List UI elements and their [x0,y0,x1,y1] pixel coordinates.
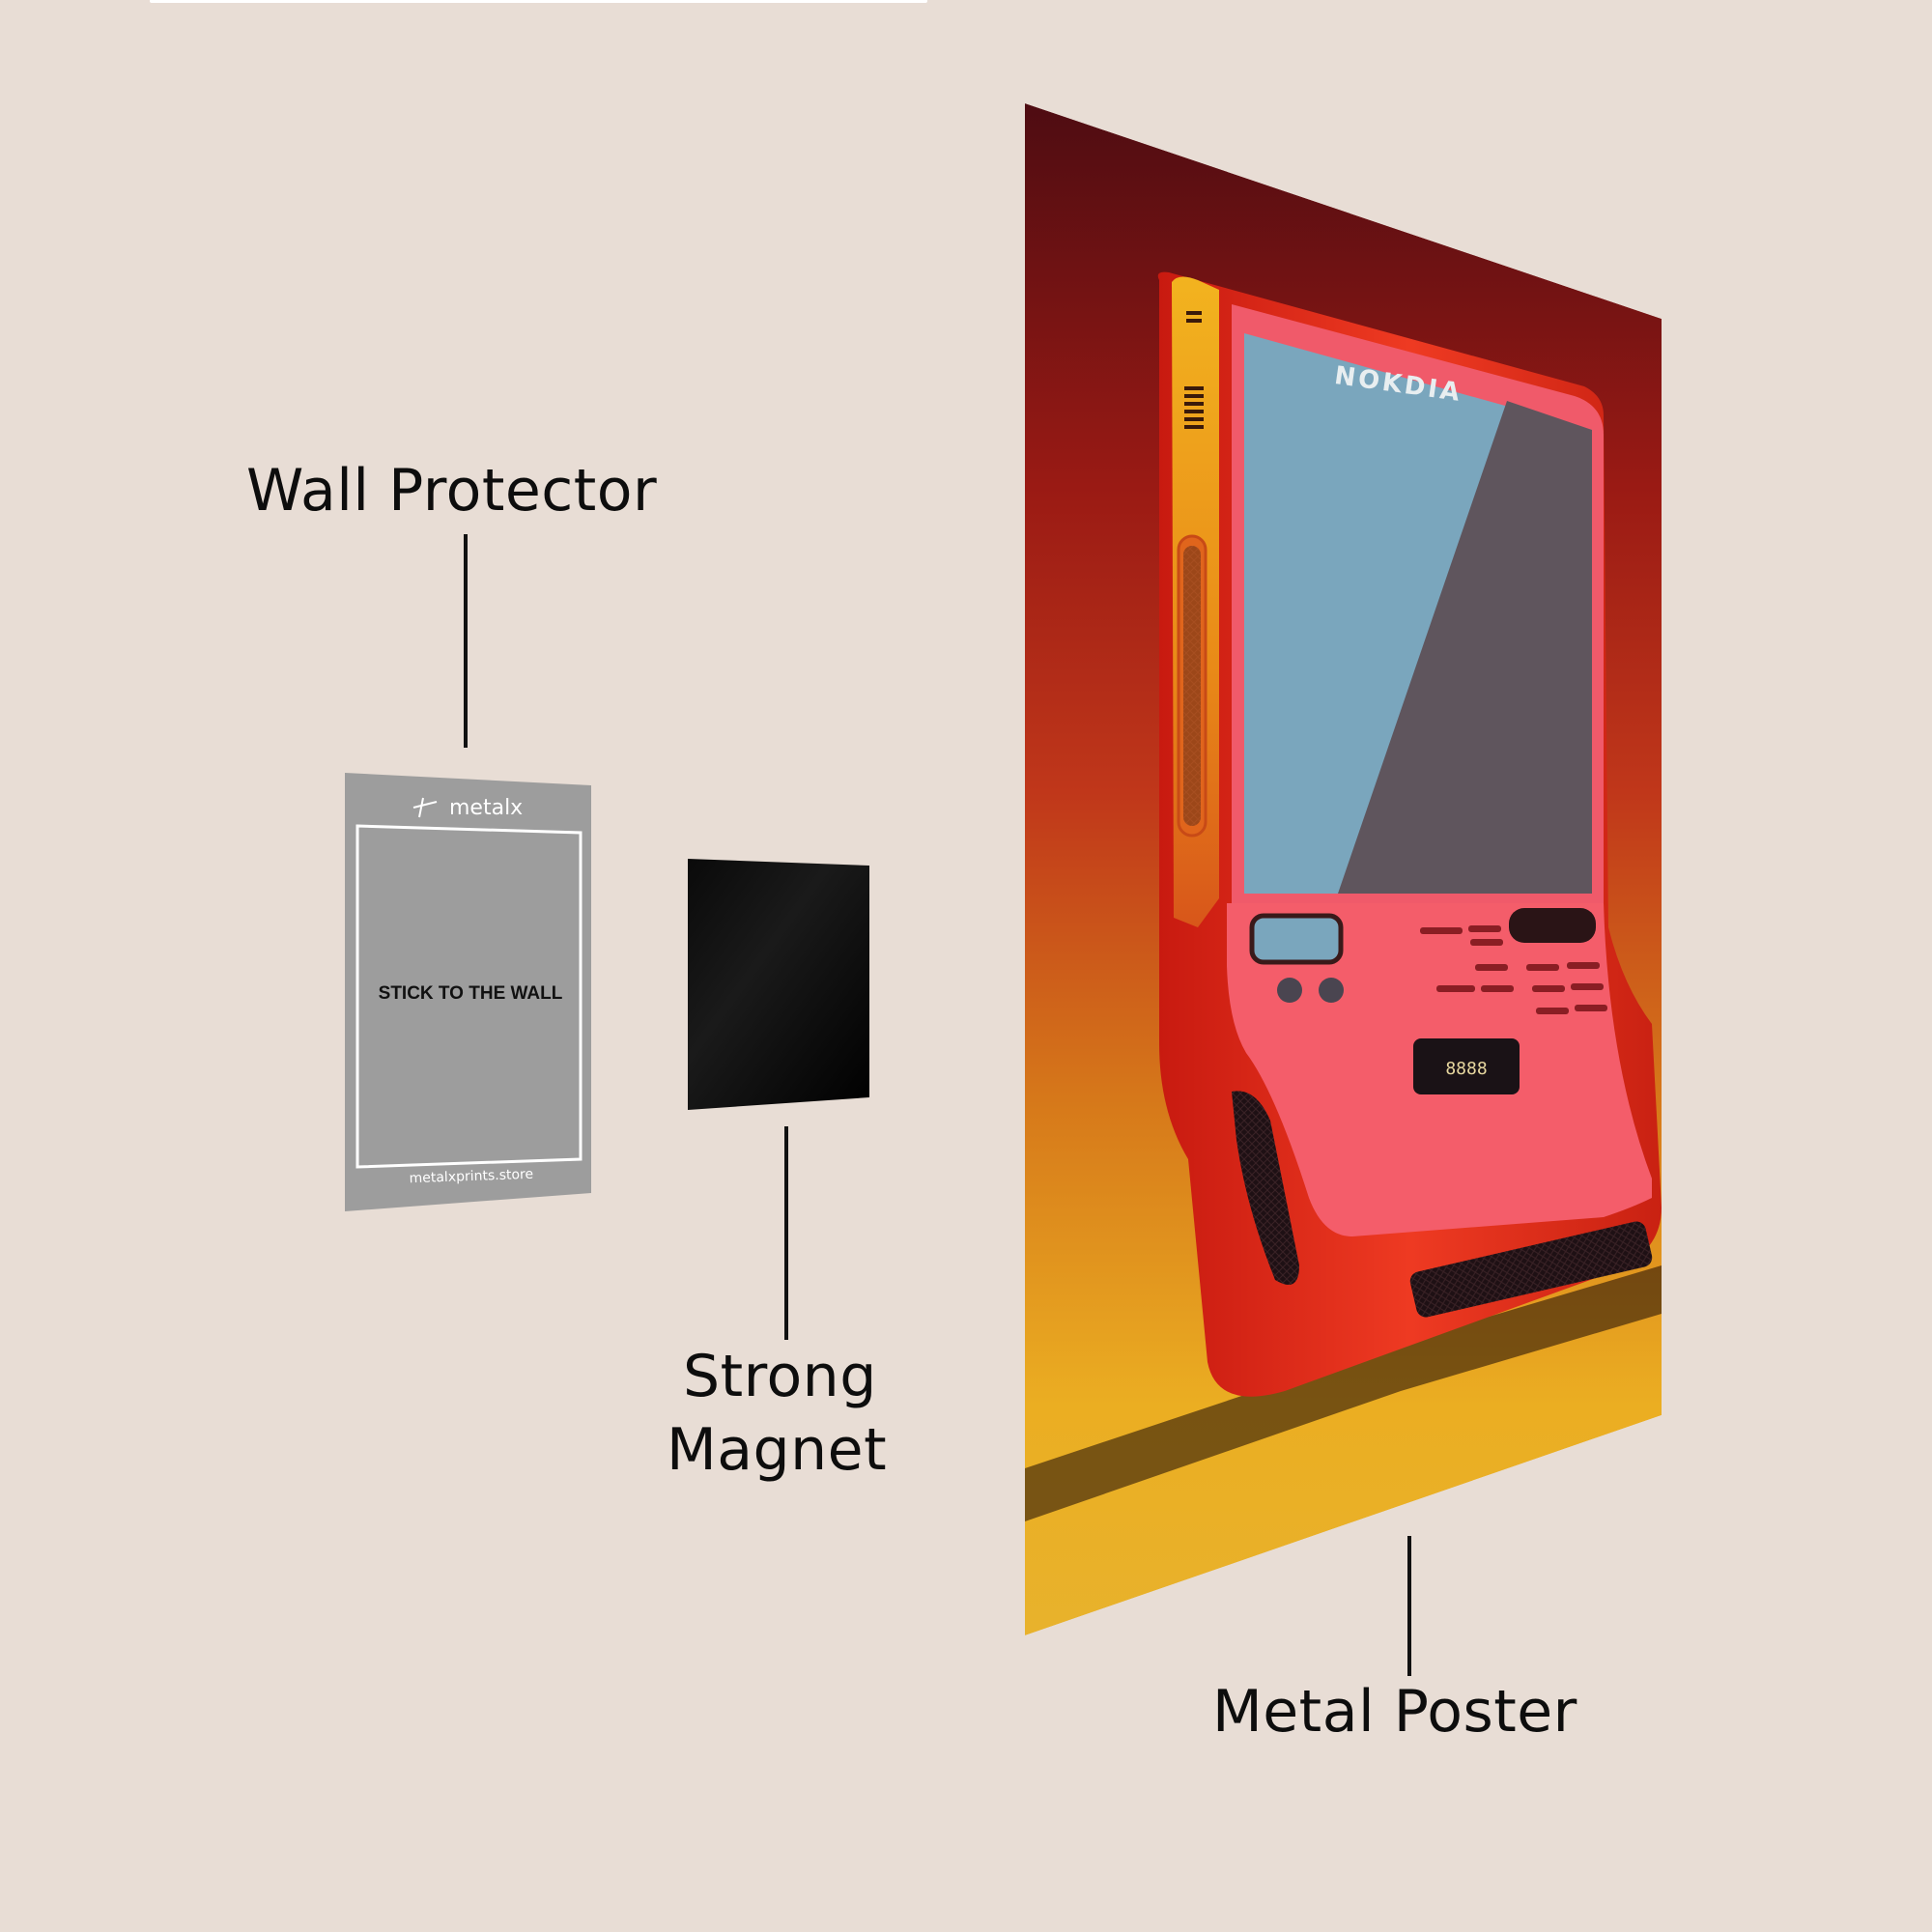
label-wall-protector: Wall Protector [246,457,658,525]
metal-poster: 8888 NOKDIA [1025,103,1662,1635]
metalx-logo-icon [412,797,438,818]
connector-line-metal-poster [1407,1536,1411,1676]
wall-protector-instruction: STICK TO THE WALL [379,983,563,1004]
label-strong-magnet-line1: Strong [683,1343,877,1410]
label-strong-magnet-line2: Magnet [667,1416,888,1484]
device-display-readout: 8888 [1445,1059,1487,1079]
wall-protector-url: metalxprints.store [409,1167,533,1186]
wall-protector-sheet [345,773,591,1211]
label-metal-poster: Metal Poster [1212,1678,1577,1746]
top-edge-bar [150,0,927,3]
connector-line-strong-magnet [784,1126,788,1340]
wall-protector-brand: metalx [449,796,523,820]
connector-line-wall-protector [464,534,468,748]
strong-magnet-plate [688,859,869,1110]
